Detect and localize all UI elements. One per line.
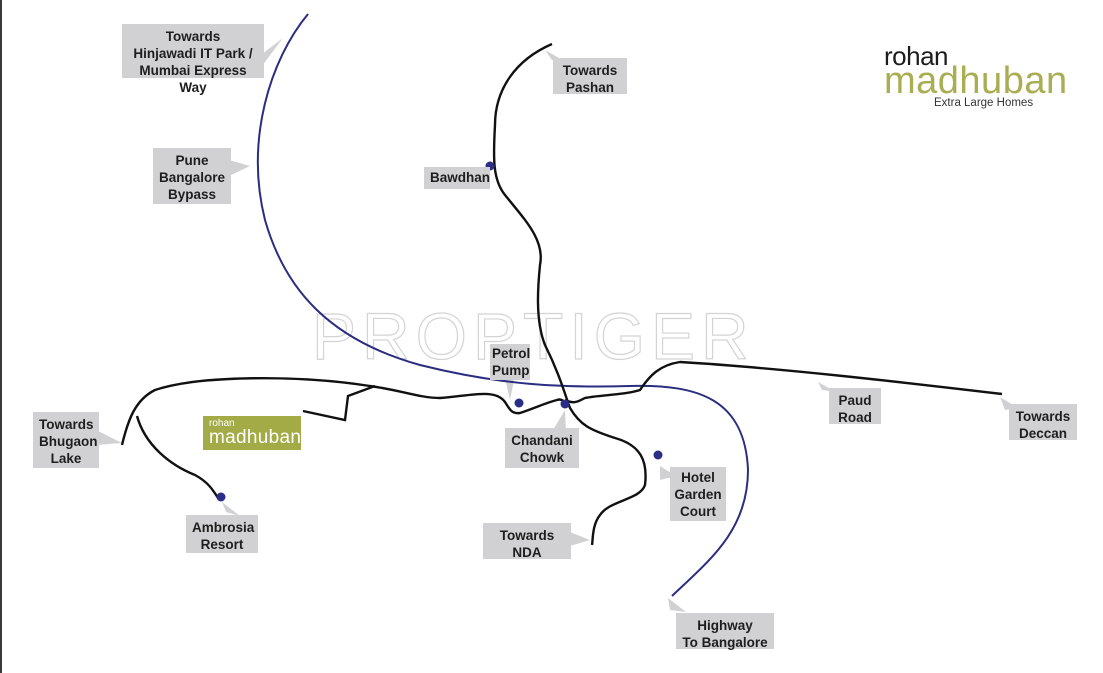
brand-tagline: Extra Large Homes <box>934 97 1034 109</box>
label-hotel-garden: Hotel Garden Court <box>670 467 726 521</box>
poi-ambrosia-resort <box>216 492 226 502</box>
label-pashan: Towards Pashan <box>553 58 627 95</box>
poi-hotel-garden-court <box>653 450 663 460</box>
road-spur <box>302 384 376 422</box>
label-chandani-chowk: Chandani Chowk <box>505 428 579 468</box>
label-hinjawadi: Towards Hinjawadi IT Park / Mumbai Expre… <box>122 24 264 95</box>
label-bypass: Pune Bangalore Bypass <box>153 148 231 204</box>
poi-dots <box>216 161 663 502</box>
left-border <box>0 0 2 673</box>
brand-line1: rohan <box>884 41 948 71</box>
road-west-loop <box>120 376 569 446</box>
road-paud <box>564 360 1003 404</box>
label-deccan: Towards Deccan <box>1009 404 1077 441</box>
label-nda: Towards NDA <box>483 523 571 560</box>
label-bawdhan: Bawdhan <box>424 167 490 189</box>
watermark: PROPTIGER <box>311 298 755 373</box>
label-paud-road: Paud Road <box>829 388 881 425</box>
poi-chandani-chowk <box>560 399 570 409</box>
road-pashan-nda <box>492 42 647 546</box>
road-ambrosia <box>135 415 220 499</box>
project-marker: rohan madhuban <box>203 416 301 450</box>
label-bhugaon: Towards Bhugaon Lake <box>33 412 99 468</box>
project-marker-line1: rohan <box>209 418 235 429</box>
brand-logo: rohan madhuban Extra Large Homes <box>884 41 1068 109</box>
label-highway-bangalore: Highway To Bangalore <box>676 613 774 650</box>
label-ambrosia: Ambrosia Resort <box>186 515 258 553</box>
brand-line2: madhuban <box>884 60 1068 102</box>
project-marker-line2: madhuban <box>209 427 302 448</box>
label-petrol-pump: Petrol Pump <box>490 344 531 380</box>
poi-petrol-pump <box>514 398 524 408</box>
